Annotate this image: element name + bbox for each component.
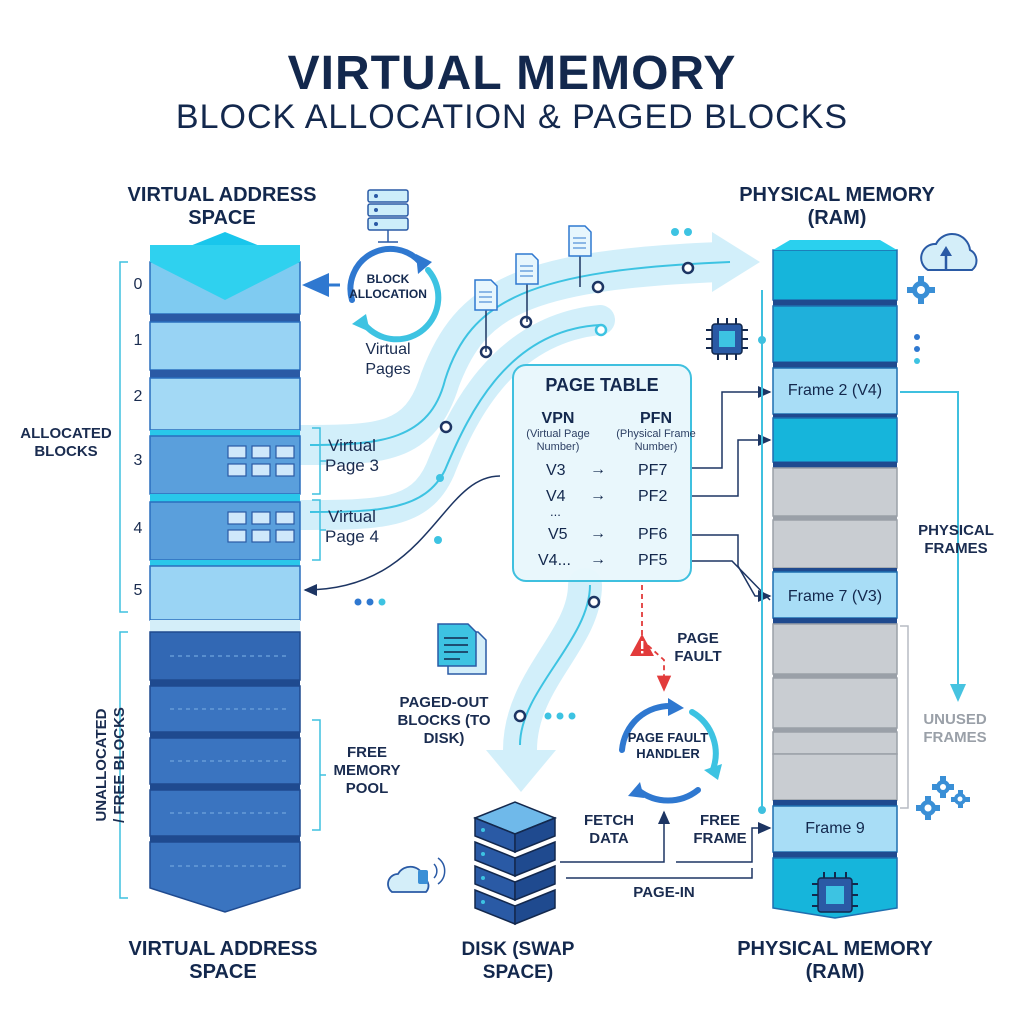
unallocated-blocks-label: UNALLOCATED / FREE BLOCKS	[93, 635, 128, 895]
frame-7-label: Frame 7 (V3)	[787, 588, 883, 605]
block-index-3: 3	[133, 452, 143, 469]
virtual-space-header: VIRTUAL ADDRESS SPACE	[127, 184, 317, 229]
chip-icon-left	[706, 318, 748, 360]
vpn-cell: V3	[546, 462, 566, 479]
block-index-2: 2	[133, 388, 143, 405]
flow-dots	[354, 228, 920, 720]
pfn-cell: PF6	[638, 526, 668, 543]
pt-to-block5-arrow	[303, 475, 501, 596]
physical-stack	[772, 240, 898, 919]
physical-memory-header: PHYSICAL MEMORY (RAM)	[739, 184, 935, 229]
unallocated-blocks-text: UNALLOCATED / FREE BLOCKS	[93, 707, 128, 823]
virtual-space-footer: VIRTUAL ADDRESS SPACE	[128, 938, 318, 983]
pfn-header: PFN	[640, 410, 672, 427]
cloud-icon-disk	[387, 857, 446, 893]
pfn-cell: PF2	[638, 488, 668, 505]
block-index-1: 1	[133, 332, 143, 349]
ribbon-down-arrow-head	[486, 750, 556, 792]
block-index-4: 4	[133, 520, 143, 537]
allocated-blocks-label: ALLOCATED BLOCKS	[20, 425, 112, 460]
row-arrow: →	[590, 525, 606, 542]
page-fault-handler-label: PAGE FAULT HANDLER	[627, 730, 709, 761]
virtual-pages-caption: Virtual Pages	[365, 341, 411, 378]
page-table-title: PAGE TABLE	[545, 375, 659, 395]
vpn-header: VPN	[541, 410, 575, 427]
vpn-cell: V5	[548, 526, 568, 543]
page-title: VIRTUAL MEMORY	[287, 47, 737, 100]
unused-frames-label: UNUSED FRAMES	[923, 711, 987, 746]
row-arrow: →	[590, 551, 606, 568]
ribbon-arrow-head	[712, 232, 760, 292]
pfn-cell: PF5	[638, 552, 668, 569]
disk-swap-label: DISK (SWAP SPACE)	[461, 939, 575, 983]
pfn-cell: PF7	[638, 462, 668, 479]
frame-2-label: Frame 2 (V4)	[787, 382, 883, 399]
flow-lines	[309, 261, 731, 746]
virtual-stack	[149, 232, 301, 913]
virtual-page-4-label: Virtual Page 4	[325, 507, 379, 546]
gear-icon-bottom	[916, 776, 970, 820]
document-icons	[474, 225, 592, 352]
page-in-label: PAGE-IN	[633, 884, 695, 901]
page-fault-arrow	[641, 585, 672, 692]
page-subtitle: BLOCK ALLOCATION & PAGED BLOCKS	[175, 98, 849, 136]
physical-memory-footer: PHYSICAL MEMORY (RAM)	[737, 938, 933, 983]
physical-side-lines	[761, 290, 966, 810]
free-memory-pool-label: FREE MEMORY POOL	[333, 744, 401, 797]
block-allocation-cycle	[347, 246, 442, 343]
chip-icon-bottom	[812, 872, 858, 913]
disk-server-icon	[472, 801, 558, 926]
page-table: PAGE TABLE VPN (Virtual Page Number) PFN…	[512, 364, 696, 582]
document-icon	[568, 225, 592, 287]
vpn-cell: V4...	[538, 552, 571, 569]
row-arrow: →	[590, 461, 606, 478]
gear-icon-top	[907, 276, 935, 304]
row-arrow: →	[590, 487, 606, 504]
paged-out-blocks-label: PAGED-OUT BLOCKS (TO DISK)	[397, 694, 491, 747]
physical-frames-label: PHYSICAL FRAMES	[918, 522, 994, 557]
paged-out-docs-icon	[437, 623, 487, 675]
disk-arrows	[560, 810, 772, 879]
cloud-icon-top	[920, 233, 978, 271]
page-fault-cycle	[619, 698, 722, 804]
free-frame-label: FREE FRAME	[693, 812, 747, 847]
frame-9-label: Frame 9	[805, 820, 865, 837]
pfn-subheader: (Physical Frame Number)	[616, 428, 696, 453]
vpn-cell: V4	[546, 488, 566, 505]
document-icon	[515, 253, 539, 322]
virtual-page-3-label: Virtual Page 3	[325, 436, 379, 475]
page-table-arrows	[690, 386, 772, 602]
fetch-data-label: FETCH DATA	[584, 812, 634, 847]
block-index-5: 5	[133, 582, 143, 599]
flow-nodes	[439, 261, 695, 723]
page-fault-label: PAGE FAULT	[674, 630, 722, 665]
document-icon	[474, 279, 498, 352]
vpn-cell: ...	[550, 504, 561, 519]
vpn-subheader: (Virtual Page Number)	[526, 428, 590, 453]
server-icon-top	[367, 189, 409, 243]
block-index-0: 0	[133, 276, 143, 293]
block-allocation-label: BLOCK ALLOCATION	[349, 272, 427, 301]
warning-icon	[630, 634, 654, 656]
